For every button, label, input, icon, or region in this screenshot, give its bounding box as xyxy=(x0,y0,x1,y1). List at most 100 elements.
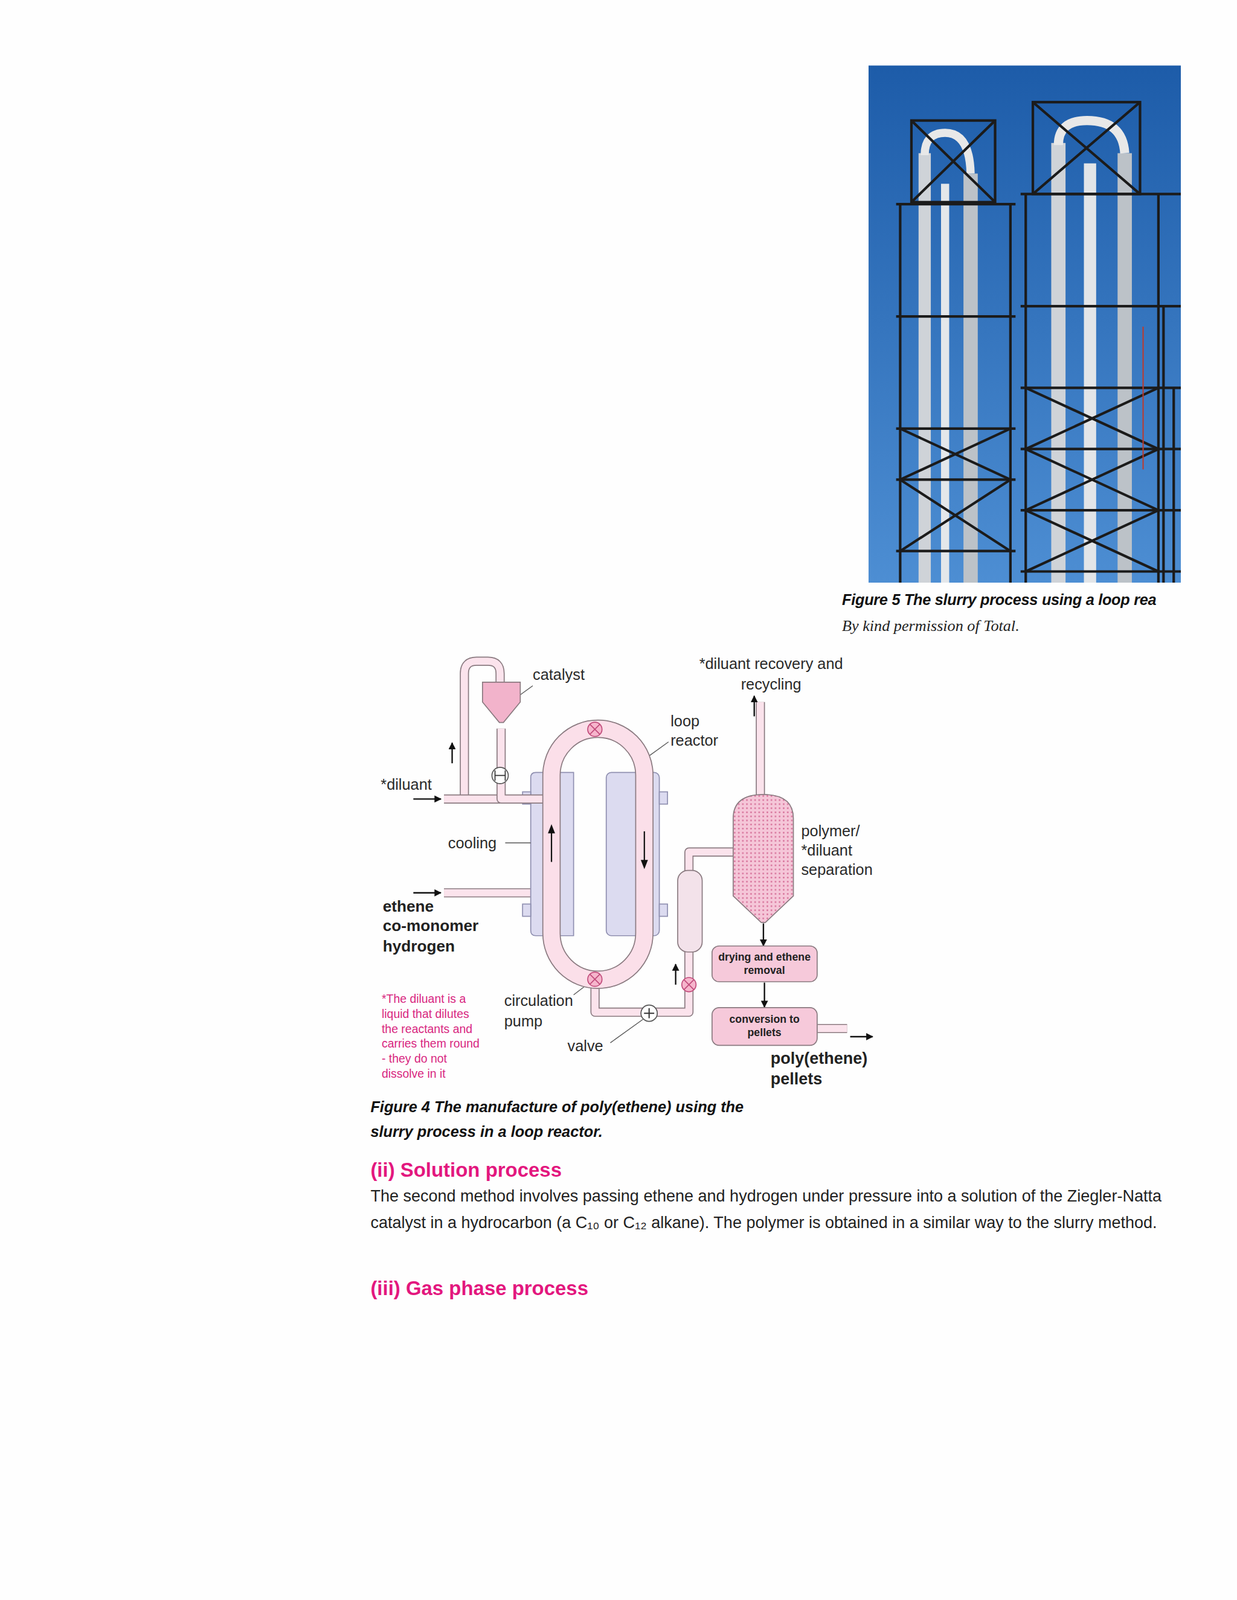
footnote: *The diluant is a liquid that dilutes th… xyxy=(381,991,484,1082)
feed-pipes xyxy=(817,1024,848,1034)
pump-symbol xyxy=(587,722,603,737)
pump-symbol xyxy=(590,724,601,736)
valve-symbol xyxy=(683,979,695,990)
section-heading: (iii) Gas phase process xyxy=(370,1275,589,1303)
valve-symbol xyxy=(491,767,508,784)
feed-label: co-monomer xyxy=(382,916,479,937)
separator-vessel: polymer/ *diluant separation xyxy=(732,794,794,925)
leader-line xyxy=(504,686,669,1044)
loop-reactor-shape xyxy=(541,719,655,990)
flash-vessel xyxy=(677,870,703,953)
node-label: polymer/ *diluant separation xyxy=(800,821,893,880)
plant-photo xyxy=(1025,387,1159,572)
leader-line xyxy=(610,1019,643,1044)
plant-photo xyxy=(896,204,1016,552)
flow-arrow xyxy=(451,742,453,764)
pipe-bore xyxy=(501,729,543,800)
pump-symbol xyxy=(590,974,601,986)
plant-photo xyxy=(896,120,1016,583)
separator-outline xyxy=(733,794,794,923)
plant-photo xyxy=(941,183,950,583)
body-paragraph: The second method involves passing ethen… xyxy=(370,1183,1208,1237)
product-label: poly(ethene) pellets xyxy=(770,1049,888,1091)
feed-pipes xyxy=(443,661,847,1029)
plant-photo xyxy=(911,120,996,203)
plant-photo xyxy=(1032,102,1140,194)
part-label: cooling xyxy=(448,834,497,854)
stream-label: *diluant xyxy=(380,775,432,795)
valve-symbol xyxy=(681,977,697,993)
plant-photo xyxy=(1050,143,1066,583)
figure-caption: Figure 4 The manufacture of poly(ethene)… xyxy=(370,1095,789,1144)
flow-arrow xyxy=(640,860,649,870)
plant-photo xyxy=(1058,120,1125,154)
feed-pipes xyxy=(443,889,542,897)
plant-photo xyxy=(918,153,931,583)
cooling-jacket xyxy=(659,904,669,917)
feed-label: hydrogen xyxy=(382,936,455,957)
valve-symbol xyxy=(643,1008,655,1019)
flow-arrow xyxy=(413,892,441,894)
plant-photo xyxy=(868,65,1181,583)
figure-caption: Figure 5 The slurry process using a loop… xyxy=(841,590,1157,611)
hopper-outline xyxy=(481,682,521,723)
plant-photo xyxy=(1020,102,1181,583)
catalyst-hopper-shape xyxy=(481,681,521,730)
loop-pipe xyxy=(542,720,653,989)
feed-label: ethene xyxy=(382,896,434,917)
arrow-line xyxy=(763,982,765,1008)
node-label: catalyst xyxy=(532,665,585,685)
plant-photo xyxy=(899,204,1010,583)
arrow-line xyxy=(762,923,765,946)
plant-photo xyxy=(899,428,1010,552)
plant-photo xyxy=(924,132,971,174)
plant-photo xyxy=(1020,193,1181,572)
node-label: loop reactor xyxy=(670,711,734,751)
flow-arrow xyxy=(547,824,556,834)
process-box: drying and ethene removal xyxy=(711,945,818,983)
valve-symbol xyxy=(491,767,696,1022)
credit-line: By kind permission of Total. xyxy=(841,616,1020,637)
flow-arrow xyxy=(643,831,646,863)
part-label: valve xyxy=(567,1037,604,1057)
node-label: drying and ethene removal xyxy=(715,951,813,978)
pipe-connector xyxy=(594,852,734,1013)
process-box-outline xyxy=(712,1008,818,1047)
pipe-wall xyxy=(594,852,734,1013)
valve-symbol xyxy=(495,770,506,781)
plant-photo xyxy=(868,65,1181,583)
flow-arrow xyxy=(550,831,553,863)
cooling-jacket xyxy=(522,791,531,804)
cooling-jacket xyxy=(659,791,669,804)
separator-vessel-shape xyxy=(732,794,794,925)
plant-photo xyxy=(1163,306,1174,583)
flow-arrow xyxy=(413,798,441,800)
stream-label: *diluant recovery and recycling xyxy=(697,654,846,696)
catalyst-hopper: catalyst xyxy=(481,681,521,730)
loop-reactor: loop reactor xyxy=(541,719,655,990)
leader-line xyxy=(504,842,531,844)
flow-arrow xyxy=(674,964,676,986)
feed-pipes xyxy=(756,702,765,797)
process-box: conversion to pellets xyxy=(711,1007,818,1047)
section-heading: (ii) Solution process xyxy=(370,1157,562,1184)
pipe-wall xyxy=(501,729,543,800)
flow-arrow xyxy=(753,696,756,717)
flow-arrow xyxy=(850,1036,873,1038)
plant-photo xyxy=(1032,102,1140,194)
part-label: circulation pump xyxy=(504,991,602,1033)
flow-arrow xyxy=(764,982,766,1008)
plant-photo xyxy=(1025,193,1159,583)
feed-pipes xyxy=(817,1025,848,1033)
feed-pipes xyxy=(443,795,501,803)
cooling-jacket xyxy=(522,904,531,917)
plant-photo xyxy=(1117,153,1132,583)
node-label: conversion to pellets xyxy=(727,1013,802,1041)
flow-arrow xyxy=(762,923,765,946)
valve-symbol xyxy=(640,1005,658,1022)
